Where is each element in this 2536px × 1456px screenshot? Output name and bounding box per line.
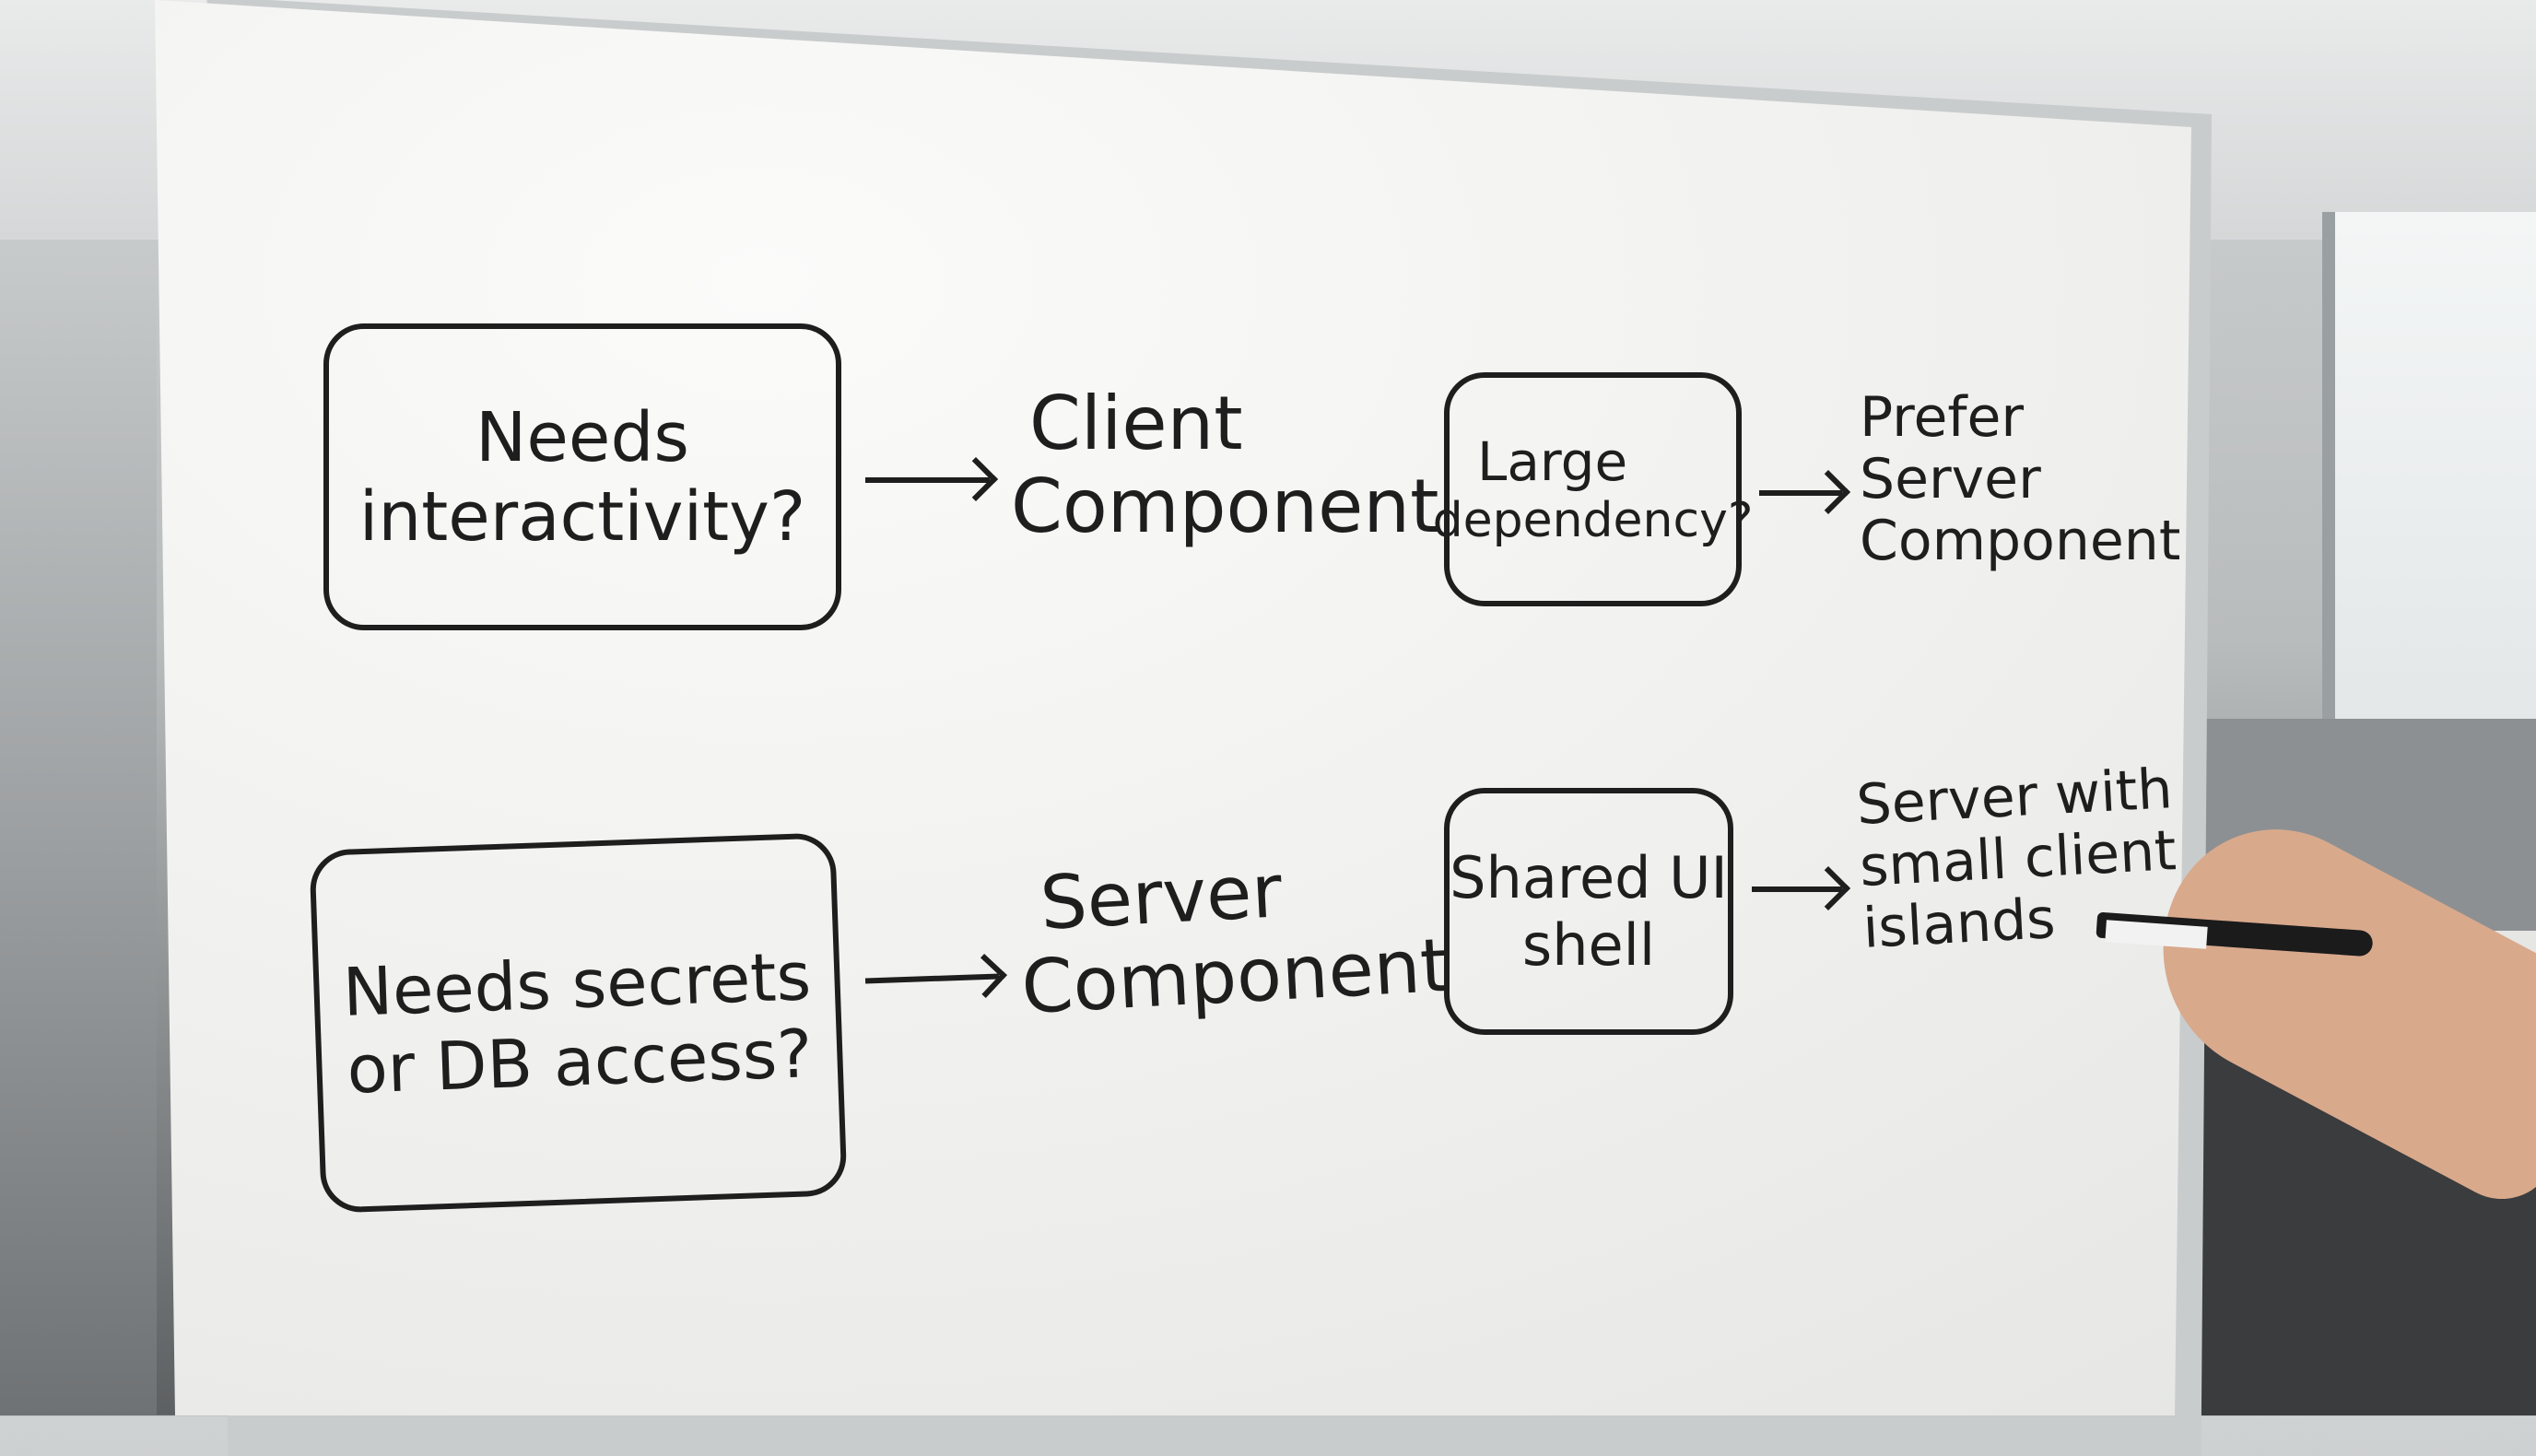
outcome-text: Component [1011,463,1439,549]
box-text: interactivity? [358,476,806,557]
outcome-server-component: Server Component [1016,841,1451,1029]
decision-box-secrets-db: Needs secrets or DB access? [309,832,848,1214]
arrow-icon [1752,887,1842,892]
arrow-icon [865,477,990,483]
outcome-text: Server [1860,447,2041,512]
office-window [2322,212,2536,728]
box-text: shell [1521,911,1656,979]
arrow-icon [1759,490,1842,496]
decision-box-interactivity: Needs interactivity? [323,323,841,630]
outcome-prefer-server-component: Prefer Server Component [1860,385,2181,574]
outcome-client-component: Client Component [1011,382,1438,547]
outcome-text: Component [1860,509,2181,574]
whiteboard [155,0,2191,1415]
box-text: Needs [476,397,689,477]
outcome-text: Client [1029,381,1243,466]
outcome-text: Prefer [1860,385,2025,450]
box-text: or DB access? [346,1015,814,1109]
box-text: dependency? [1432,493,1754,548]
decision-box-large-dependency: Large dependency? [1433,372,1753,606]
decision-box-shared-ui-shell: Shared UI shell [1444,788,1733,1035]
office-background-left [0,276,157,1415]
box-text: Large [1477,430,1628,493]
box-text: Shared UI [1450,844,1728,911]
